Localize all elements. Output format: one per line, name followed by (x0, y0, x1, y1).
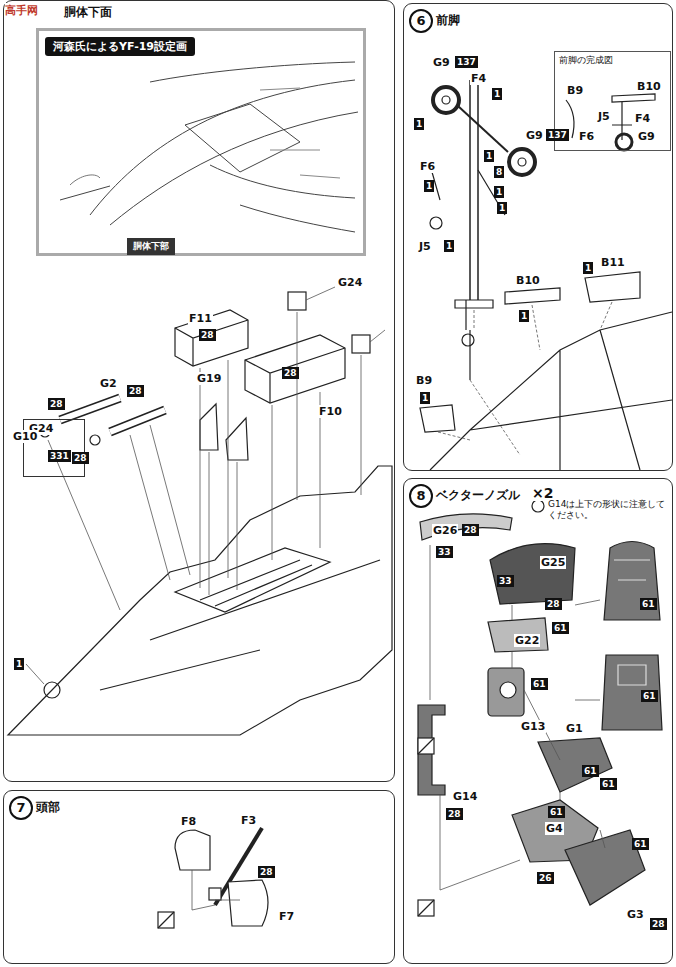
color-code: 33 (497, 575, 514, 587)
step-number: 8 (409, 484, 433, 508)
color-code: 28 (282, 367, 299, 379)
sketch-tag: 胴体下部 (127, 238, 175, 255)
node-text: 前脚の完成図 (559, 54, 613, 67)
part-name: G3 (626, 908, 645, 921)
color-code: 1 (583, 262, 593, 274)
color-code: 61 (552, 622, 569, 634)
color-code: 61 (582, 765, 599, 777)
color-code: 61 (632, 838, 649, 850)
node-text: ベクターノズル (436, 487, 520, 504)
part-name: B10 (636, 80, 662, 93)
part-name: J5 (597, 110, 611, 123)
color-code: 28 (72, 452, 89, 464)
color-code: 61 (531, 678, 548, 690)
part-name: G24 (337, 276, 363, 289)
color-code: 1 (420, 392, 430, 404)
color-code: 1 (497, 202, 507, 214)
part-name: G10 (12, 430, 38, 443)
color-code: 137 (546, 129, 569, 141)
color-code: 1 (494, 186, 504, 198)
node-text: 胴体下部 (133, 240, 169, 253)
color-code: 28 (199, 329, 216, 341)
color-code: 28 (462, 524, 479, 536)
part-name: F6 (578, 130, 595, 143)
node-text: 胴体下面 (64, 4, 112, 21)
watermark: 高手网 (5, 3, 38, 18)
part-name: G13 (520, 720, 546, 733)
color-code: 61 (640, 598, 657, 610)
part-name: G22 (514, 634, 540, 647)
part-name: B9 (415, 374, 433, 387)
node-text: 頭部 (36, 799, 60, 816)
part-name: B9 (566, 84, 584, 97)
color-code: 61 (641, 690, 658, 702)
part-name: G2 (99, 377, 118, 390)
caution-note: G14は上下の形状に注意してください。 (548, 499, 668, 521)
part-name: G14 (452, 790, 478, 803)
part-name: G19 (196, 372, 222, 385)
color-code: 28 (258, 866, 275, 878)
part-name: G9 (525, 129, 544, 142)
color-code: 1 (14, 658, 24, 670)
node-text: 前脚 (436, 12, 460, 29)
step-panel: 6前脚前脚の完成図 (403, 3, 673, 471)
step-number: 6 (409, 9, 433, 33)
color-code: 33 (436, 546, 453, 558)
part-name: G9 (432, 56, 451, 69)
part-name: G9 (637, 130, 656, 143)
part-name: F11 (188, 312, 213, 325)
part-name: F10 (318, 405, 343, 418)
step-panel: 7頭部 (3, 790, 395, 964)
color-code: 28 (446, 808, 463, 820)
part-name: F6 (419, 160, 436, 173)
node-text: 331 (48, 450, 71, 462)
node-text: 河森氏によるYF-19設定画 (45, 37, 195, 56)
color-code: 1 (519, 310, 529, 322)
color-code: 28 (650, 918, 667, 930)
color-code: 1 (484, 150, 494, 162)
part-name: F8 (180, 815, 197, 828)
part-name: F7 (278, 910, 295, 923)
part-name: B10 (515, 274, 541, 287)
part-name: F3 (240, 814, 257, 827)
sketch-frame: 河森氏によるYF-19設定画胴体下部 (36, 28, 366, 256)
part-name: B11 (600, 256, 626, 269)
color-code: 61 (600, 778, 617, 790)
color-code: 8 (494, 166, 504, 178)
color-code: 28 (545, 598, 562, 610)
part-name: G4 (545, 822, 564, 835)
color-code: 61 (548, 806, 565, 818)
part-name: F4 (470, 72, 487, 85)
part-name: G25 (540, 556, 566, 569)
color-code: 1 (444, 240, 454, 252)
color-code: 28 (127, 385, 144, 397)
part-name: F4 (634, 112, 651, 125)
color-code: 1 (492, 88, 502, 100)
detail-inset: G24331 (23, 419, 85, 477)
part-name: G26 (432, 524, 458, 537)
part-name: G1 (565, 722, 584, 735)
color-code: 1 (414, 118, 424, 130)
color-code: 28 (48, 398, 65, 410)
color-code: 1 (424, 180, 434, 192)
section-panel: 胴体下面河森氏によるYF-19設定画胴体下部G24331 (3, 0, 395, 782)
color-code: 137 (455, 56, 478, 68)
part-name: J5 (418, 240, 432, 253)
step-number: 7 (9, 796, 33, 820)
color-code: 26 (537, 872, 554, 884)
